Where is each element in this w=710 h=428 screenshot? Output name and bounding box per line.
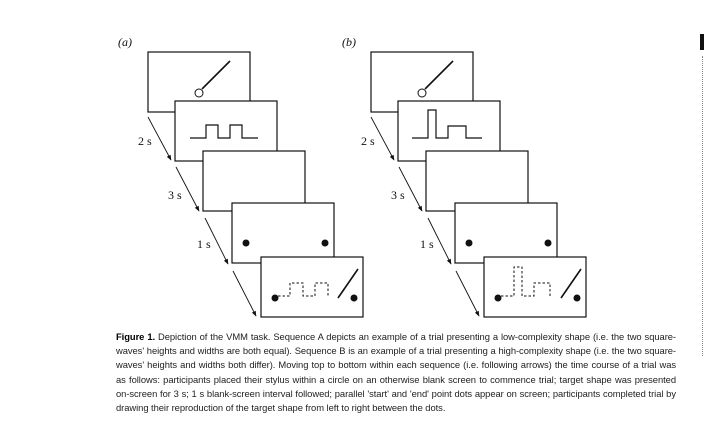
screen-reproduction-a: [260, 256, 364, 318]
target-shape-low-complexity: [190, 124, 258, 139]
screen-dots-a: [231, 202, 335, 264]
page-edge-rule: [702, 56, 703, 356]
start-circle-a: [194, 88, 204, 98]
timing-a-1: 2 s: [138, 134, 152, 148]
timing-a-2: 3 s: [168, 188, 182, 202]
panel-label-b: (b): [342, 35, 356, 49]
drawn-reproduction-a: [278, 282, 329, 297]
timing-b-2: 3 s: [391, 188, 405, 202]
page-edge-mark: [700, 34, 704, 50]
arrow-b-2: [398, 166, 423, 212]
sequence-b: (b) 2 s 3 s 1 s: [342, 35, 587, 318]
end-dot-a: [321, 239, 329, 247]
arrow-a-1: [147, 116, 172, 161]
vmm-task-figure: (a) 2 s 3 s 1 s (b): [118, 35, 587, 318]
start-dot-a2: [271, 294, 279, 302]
start-dot-b: [465, 239, 473, 247]
caption-text: Depiction of the VMM task. Sequence A de…: [116, 331, 676, 414]
arrow-a-4: [232, 270, 257, 317]
figure-caption: Figure 1. Depiction of the VMM task. Seq…: [116, 330, 676, 415]
target-shape-high-complexity: [412, 109, 482, 139]
screen-dots-b: [454, 202, 558, 264]
arrow-b-3: [427, 217, 452, 265]
start-circle-b: [417, 88, 427, 98]
arrow-b-4: [455, 270, 480, 317]
end-dot-b2: [573, 294, 581, 302]
arrow-a-2: [175, 166, 200, 212]
start-dot-a: [242, 239, 250, 247]
start-dot-b2: [494, 294, 502, 302]
screen-blank-b: [425, 150, 529, 212]
timing-b-3: 1 s: [420, 237, 434, 251]
end-dot-a2: [350, 294, 358, 302]
timing-a-3: 1 s: [197, 237, 211, 251]
stylus-a2: [337, 268, 359, 299]
end-dot-b: [544, 239, 552, 247]
sequence-a: (a) 2 s 3 s 1 s: [118, 35, 364, 318]
timing-b-1: 2 s: [361, 134, 375, 148]
screen-reproduction-b: [483, 256, 587, 318]
stylus-b2: [560, 268, 582, 299]
arrow-b-1: [370, 116, 395, 161]
caption-label: Figure 1.: [116, 331, 156, 342]
screen-blank-a: [202, 150, 306, 212]
arrow-a-3: [204, 217, 229, 265]
stylus-b: [424, 60, 454, 90]
panel-label-a: (a): [118, 35, 132, 49]
stylus-a: [201, 60, 231, 90]
drawn-reproduction-b: [501, 266, 551, 297]
